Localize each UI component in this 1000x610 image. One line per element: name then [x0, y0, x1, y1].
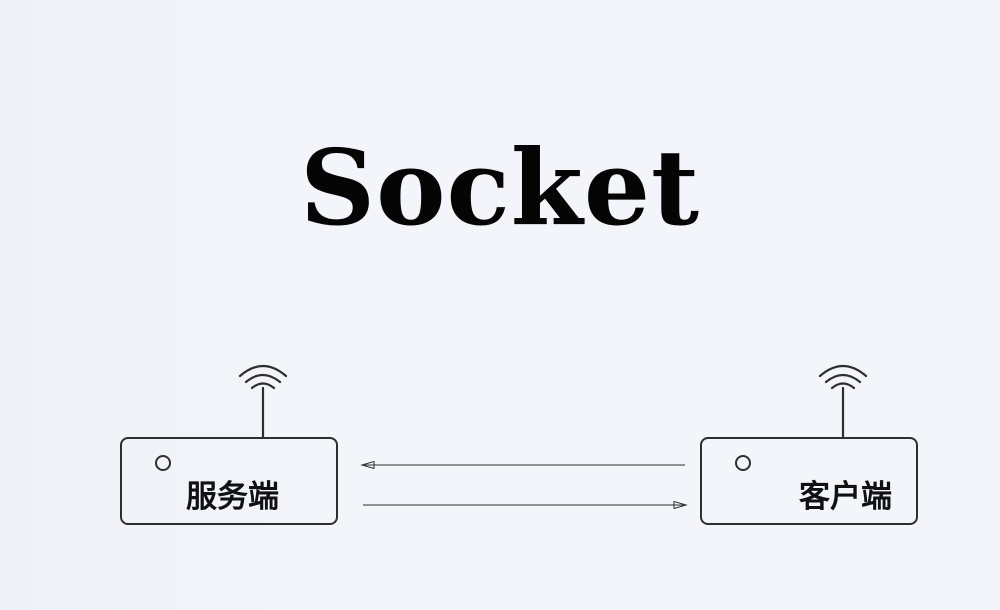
server-label: 服务端	[186, 479, 279, 515]
arrow-left-icon	[360, 460, 685, 470]
arrow-right-icon	[363, 500, 688, 510]
server-device: 服务端	[120, 437, 338, 525]
client-device: 客户端	[700, 437, 918, 525]
server-antenna-icon	[238, 364, 288, 437]
diagram-title: Socket	[299, 126, 701, 249]
client-antenna-icon	[818, 364, 868, 437]
client-label: 客户端	[799, 479, 892, 515]
connection-arrows	[360, 460, 688, 510]
client-status-light-icon	[735, 455, 751, 471]
server-status-light-icon	[155, 455, 171, 471]
